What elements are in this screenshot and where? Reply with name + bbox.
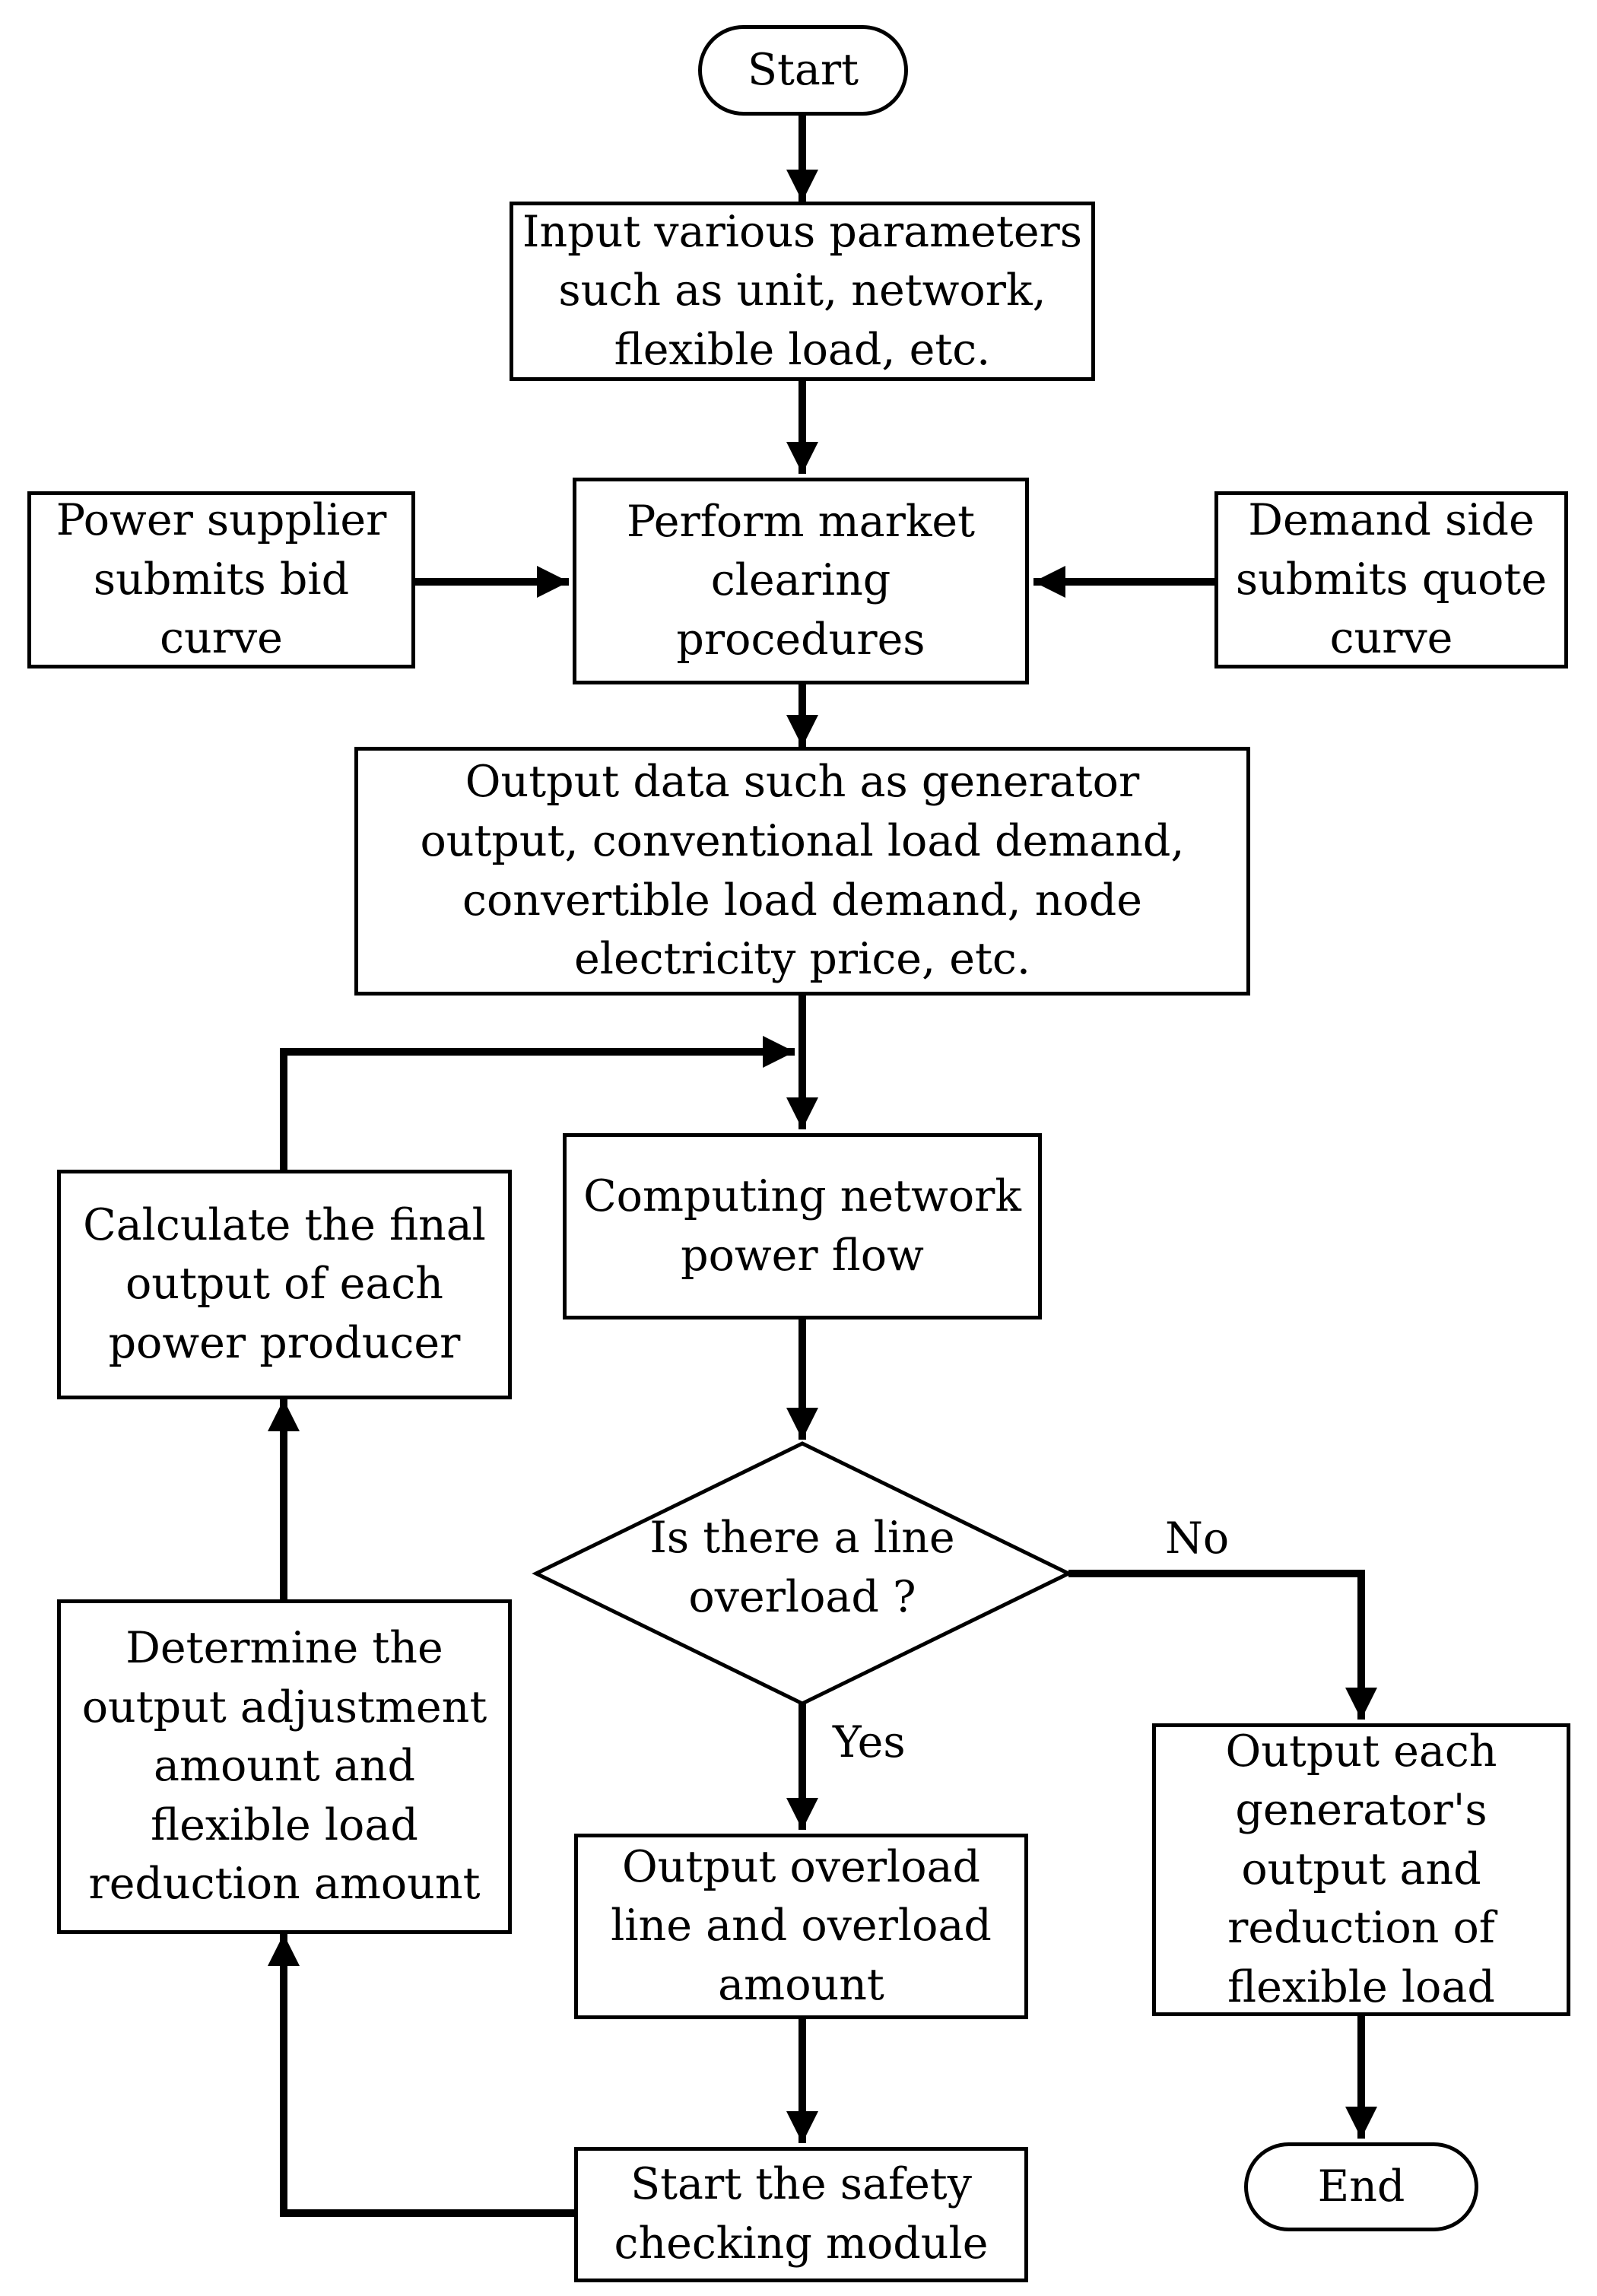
end-terminal: End [1244,2142,1478,2231]
safety-checking-box: Start the safety checking module [574,2147,1028,2282]
yes-label: Yes [833,1717,906,1767]
safety-checking-label: Start the safety checking module [614,2159,989,2269]
output-generator-label: Output each generator's output and reduc… [1225,1726,1497,2012]
computing-power-flow-label: Computing network power flow [583,1170,1021,1281]
input-parameters-box: Input various parameters such as unit, n… [510,202,1095,381]
market-clearing-box: Perform market clearing procedures [573,478,1029,684]
calculate-final-output-label: Calculate the final output of each power… [83,1199,486,1368]
arrow-decision-no [1068,1570,1377,1720]
output-generator-box: Output each generator's output and reduc… [1152,1723,1570,2016]
output-overload-label: Output overload line and overload amount [611,1841,992,2010]
end-label: End [1317,2161,1405,2212]
calculate-final-output-box: Calculate the final output of each power… [57,1170,512,1399]
market-clearing-label: Perform market clearing procedures [626,496,976,665]
no-label: No [1165,1513,1230,1564]
start-label: Start [747,44,859,95]
demand-side-label: Demand side submits quote curve [1235,495,1548,664]
power-supplier-box: Power supplier submits bid curve [27,491,415,668]
output-overload-box: Output overload line and overload amount [574,1834,1028,2019]
determine-adjustment-box: Determine the output adjustment amount a… [57,1599,512,1934]
decision-label: Is there a line overload ? [649,1513,955,1622]
start-terminal: Start [698,25,908,116]
arrow-safety-to-determine [268,1934,574,2217]
computing-power-flow-box: Computing network power flow [563,1133,1042,1319]
decision-diamond [532,1441,1073,1706]
demand-side-box: Demand side submits quote curve [1214,491,1568,668]
determine-adjustment-label: Determine the output adjustment amount a… [81,1623,487,1910]
power-supplier-label: Power supplier submits bid curve [56,495,387,664]
output-data-box: Output data such as generator output, co… [354,747,1250,996]
output-data-label: Output data such as generator output, co… [420,757,1185,985]
arrow-calculate-to-flow [280,1036,795,1170]
input-parameters-label: Input various parameters such as unit, n… [522,206,1083,375]
